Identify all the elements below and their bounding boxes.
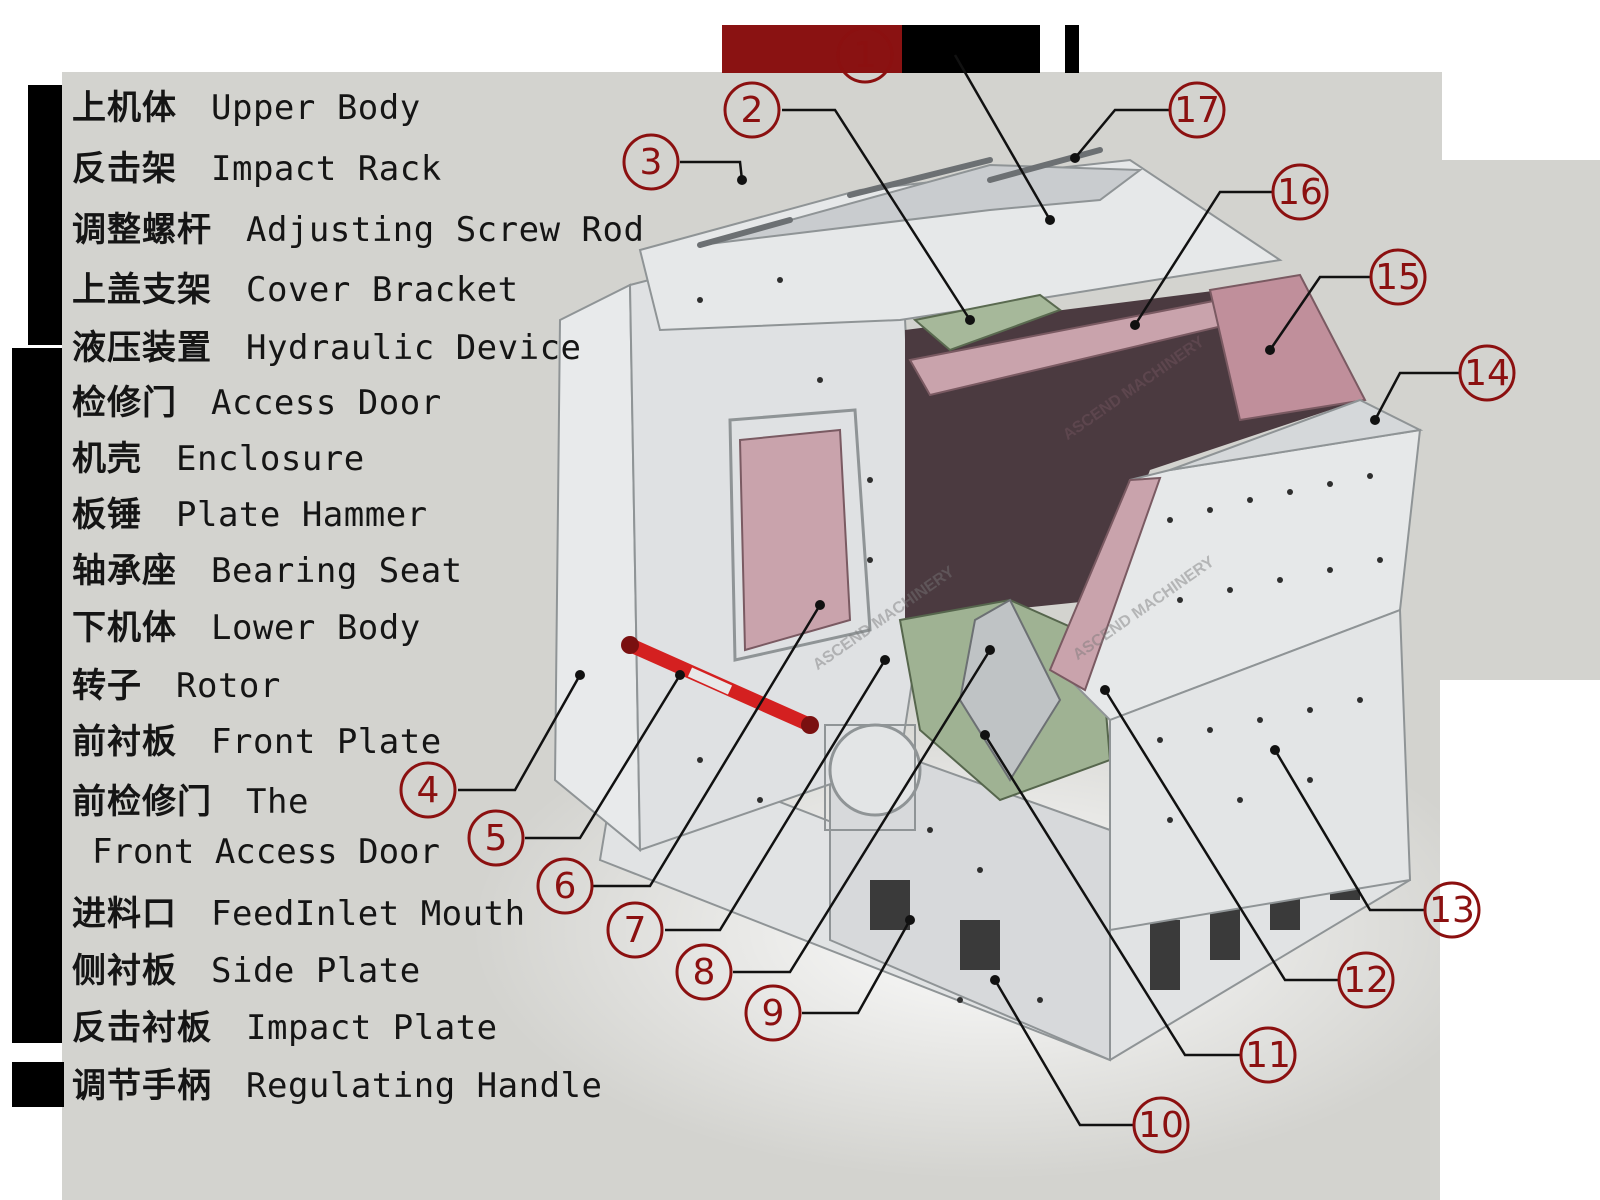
access-door (738, 428, 852, 652)
leader-lines (458, 54, 1459, 1127)
black-bar (1065, 25, 1079, 73)
front-plate-liner (1048, 476, 1162, 692)
callout-number-5: 5 (485, 818, 508, 859)
callout-circle-11 (1239, 1026, 1297, 1084)
callout-number-9: 9 (762, 993, 785, 1034)
callout-number-16: 16 (1277, 172, 1323, 213)
top-red-bar (722, 25, 902, 73)
callout-number-12: 12 (1343, 960, 1389, 1001)
adjusting-screw-rods (697, 147, 1103, 248)
black-bar (900, 25, 1040, 73)
callout-circle-4 (399, 761, 457, 819)
callout-group (399, 26, 1516, 1154)
callout-number-2: 2 (741, 90, 764, 131)
callout-number-1: 1 (854, 35, 877, 76)
bearing-seat (828, 723, 922, 817)
callout-number-14: 14 (1464, 353, 1510, 394)
callout-number-15: 15 (1375, 257, 1421, 298)
impact-rack-green (912, 293, 1063, 352)
callout-number-10: 10 (1138, 1105, 1184, 1146)
callout-circle-14 (1458, 344, 1516, 402)
hydraulic-device (621, 636, 819, 734)
callout-number-7: 7 (624, 910, 647, 951)
upper-body (638, 158, 1283, 332)
callout-number-8: 8 (693, 952, 716, 993)
callout-circle-12 (1337, 951, 1395, 1009)
black-bar (28, 85, 62, 345)
lower-body-front-face (829, 728, 1111, 1062)
callout-number-17: 17 (1174, 90, 1220, 131)
bearing-seat-housing (824, 724, 916, 831)
callout-circle-10 (1132, 1096, 1190, 1154)
callout-number-13: 13 (1429, 890, 1475, 931)
callout-circle-6 (536, 857, 594, 915)
rear-side-liner (1208, 273, 1367, 422)
callout-number-3: 3 (640, 142, 663, 183)
callout-circle-15 (1369, 248, 1427, 306)
callout-circle-13 (1423, 881, 1481, 939)
background-panel-right (1440, 160, 1600, 680)
callout-circle-16 (1271, 163, 1329, 221)
access-door-frame (728, 408, 872, 662)
callout-number-6: 6 (554, 866, 577, 907)
callout-circle-17 (1168, 81, 1226, 139)
callout-circle-3 (622, 133, 680, 191)
bolt-holes (697, 277, 1383, 1003)
callout-circle-8 (675, 943, 733, 1001)
callout-number-11: 11 (1245, 1035, 1291, 1076)
black-bar (12, 1062, 64, 1107)
callout-circle-7 (606, 901, 664, 959)
leader-dots (575, 153, 1380, 985)
callout-circle-2 (723, 81, 781, 139)
black-bar (12, 348, 62, 1043)
legend-item-13-continued: Front Access Door (92, 832, 440, 872)
callout-number-4: 4 (417, 770, 440, 811)
callout-circle-9 (744, 984, 802, 1042)
callout-circle-5 (467, 809, 525, 867)
right-top-plate (1169, 398, 1424, 471)
callout-circle-1 (836, 26, 894, 84)
